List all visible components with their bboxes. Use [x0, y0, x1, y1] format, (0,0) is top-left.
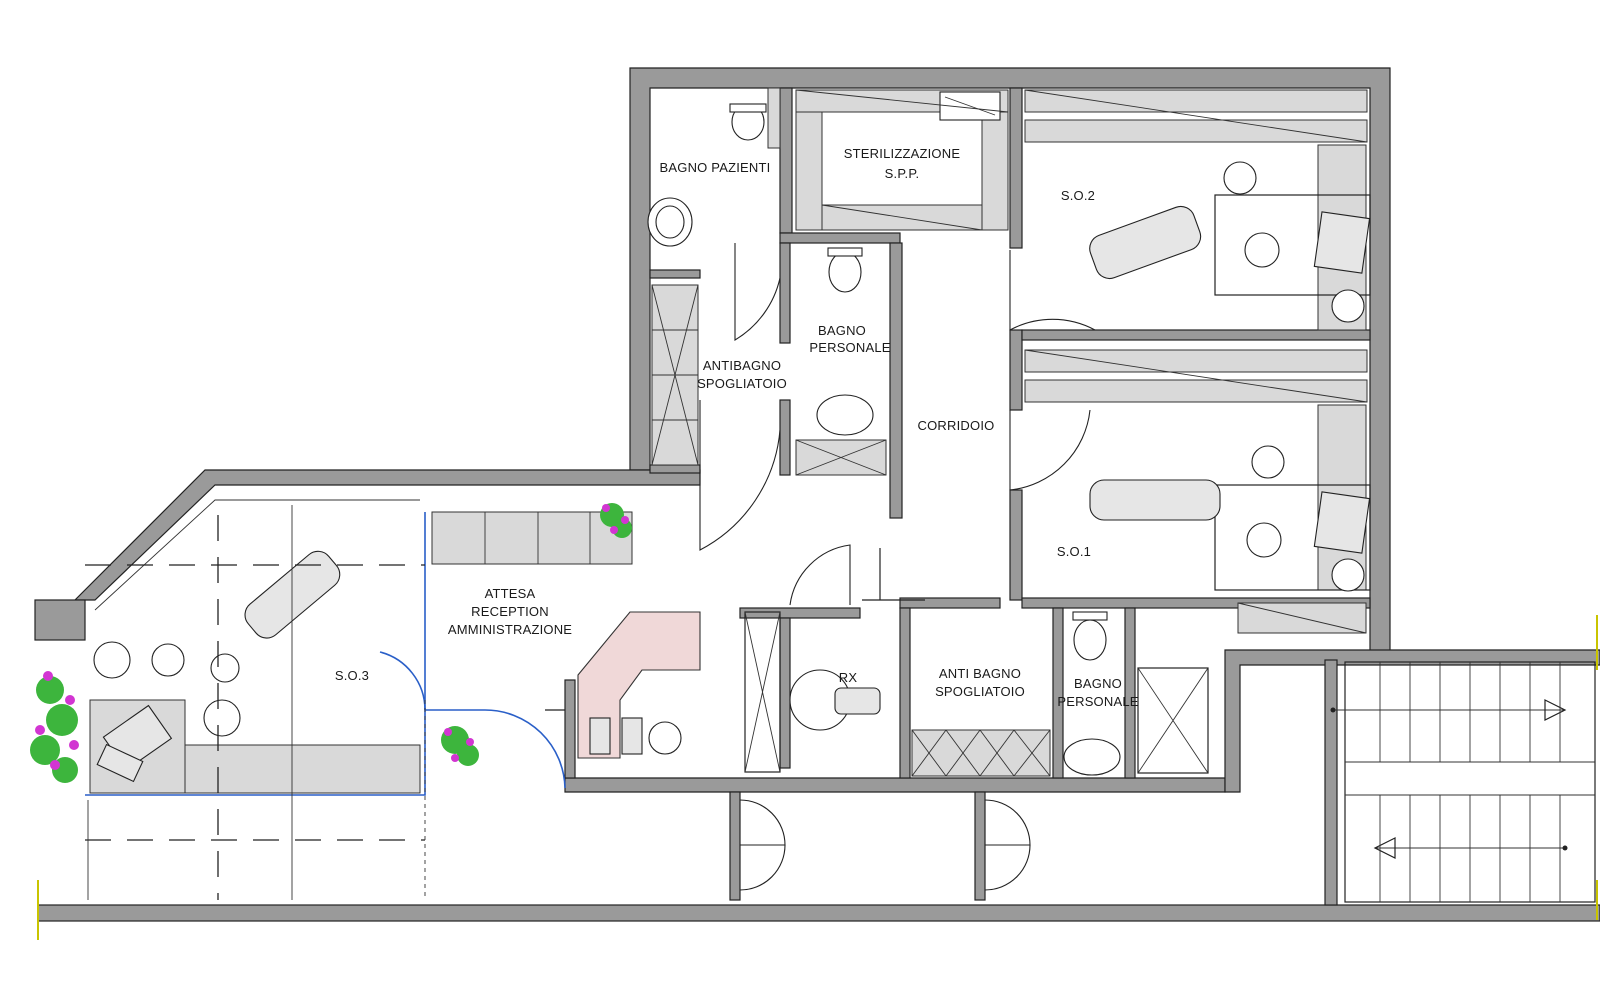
staircase — [1330, 661, 1596, 903]
door-icon — [789, 544, 851, 606]
room-label-bagno: BAGNO — [818, 323, 866, 338]
room-label-so1: S.O.1 — [1057, 544, 1091, 559]
dental-chair-icon — [1089, 479, 1221, 521]
room-label-spp: S.P.P. — [885, 166, 920, 181]
antibagno-spogliatoio-right: ANTI BAGNO SPOGLIATOIO — [911, 666, 1051, 777]
room-label-rx: RX — [839, 670, 858, 685]
room-label-personale-2: PERSONALE — [1057, 694, 1138, 709]
door-icon — [739, 799, 786, 846]
corridoio: CORRIDOIO — [789, 250, 1096, 606]
interior-walls — [564, 87, 1371, 779]
plant-icon — [30, 671, 79, 783]
boundary-markers — [37, 615, 1598, 940]
sterilization-room: STERILIZZAZIONE S.P.P. — [795, 89, 1009, 231]
door-icon — [984, 799, 1031, 846]
stair-arrow-icon — [1373, 837, 1396, 859]
bagno-personale-top: BAGNO PERSONALE — [795, 247, 891, 476]
room-label-bagno-2: BAGNO — [1074, 676, 1122, 691]
door-icon — [699, 400, 781, 551]
room-label-sterilizzazione: STERILIZZAZIONE — [844, 146, 961, 161]
stair-arrow-icon — [1544, 699, 1567, 721]
door-icon — [984, 844, 1031, 891]
waiting-reception: ATTESA RECEPTION AMMINISTRAZIONE — [85, 511, 701, 796]
entrance-doors — [729, 791, 1031, 901]
toilet-icon — [828, 251, 862, 293]
toilet-icon — [1073, 619, 1107, 661]
room-label-spogliatoio-2: SPOGLIATOIO — [935, 684, 1025, 699]
room-label-so3: S.O.3 — [335, 668, 369, 683]
door-icon — [1009, 409, 1091, 491]
plant-icon — [600, 503, 632, 538]
dental-chair-icon — [1089, 205, 1202, 280]
operating-room-3: S.O.3 — [85, 499, 426, 900]
antibagno-spogliatoio-left: ANTIBAGNO SPOGLIATOIO — [651, 284, 787, 551]
room-label-amministrazione: AMMINISTRAZIONE — [448, 622, 572, 637]
door-icon — [739, 844, 786, 891]
sink-icon — [816, 394, 874, 436]
rx-room: RX — [744, 548, 925, 773]
room-label-corridoio: CORRIDOIO — [918, 418, 995, 433]
operating-room-2: S.O.2 — [1024, 89, 1371, 331]
room-label-reception: RECEPTION — [471, 604, 549, 619]
sink-icon — [1063, 738, 1121, 776]
door-icon — [1009, 250, 1096, 331]
room-label-spogliatoio: SPOGLIATOIO — [697, 376, 787, 391]
operating-room-1: S.O.1 — [1024, 349, 1371, 634]
plant-icon — [441, 726, 479, 766]
door-icon — [734, 243, 781, 341]
glass-partition — [85, 512, 426, 796]
bagno-pazienti: BAGNO PAZIENTI — [647, 87, 781, 341]
chair-icon — [648, 721, 682, 755]
room-label-personale: PERSONALE — [809, 340, 890, 355]
room-label-anti-bagno: ANTI BAGNO — [939, 666, 1021, 681]
room-label-antibagno: ANTIBAGNO — [703, 358, 781, 373]
room-label-so2: S.O.2 — [1061, 188, 1095, 203]
room-label-attesa: ATTESA — [485, 586, 536, 601]
bagno-personale-bottom: BAGNO PERSONALE — [1057, 611, 1209, 776]
room-label-bagno-pazienti: BAGNO PAZIENTI — [660, 160, 771, 175]
